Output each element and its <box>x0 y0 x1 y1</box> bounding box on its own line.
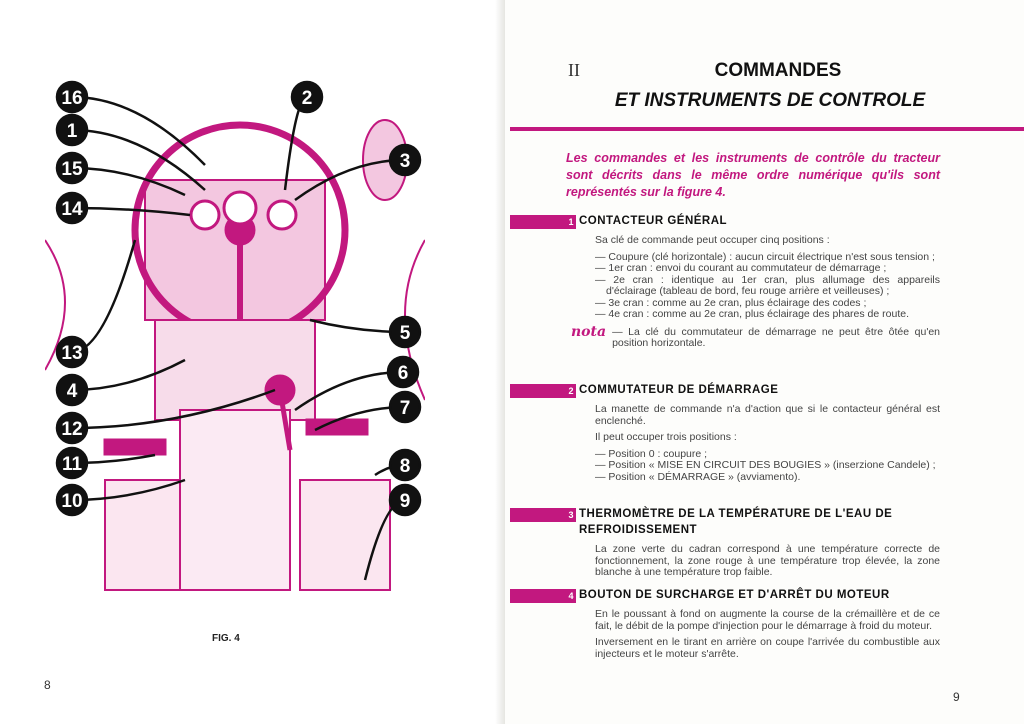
paragraph: Sa clé de commande peut occuper cinq pos… <box>595 234 830 246</box>
section-1: 1 CONTACTEUR GÉNÉRAL Sa clé de commande … <box>510 213 940 350</box>
page-number-right: 9 <box>953 690 960 704</box>
callout-badge <box>55 151 89 185</box>
callout-number: 2 <box>302 88 313 109</box>
callout-badge <box>388 390 422 424</box>
page-number-left: 8 <box>44 678 51 692</box>
callout-number: 6 <box>398 363 409 384</box>
callout-number: 10 <box>61 491 82 512</box>
callout-number: 14 <box>61 199 83 220</box>
section-2: 2 COMMUTATEUR DE DÉMARRAGE La manette de… <box>510 382 940 483</box>
callout-15: 15 <box>55 151 89 185</box>
callout-number: 16 <box>61 88 82 109</box>
callout-badge <box>386 355 420 389</box>
list-item: — Coupure (clé horizontale) : aucun circ… <box>595 250 935 263</box>
section-bar <box>510 508 576 522</box>
chapter-title-line1: COMMANDES <box>714 60 842 81</box>
callout-12: 12 <box>55 411 89 445</box>
callouts: 16 1 15 14 13 4 12 11 10 2 3 5 6 7 8 9 <box>55 80 422 581</box>
callout-3: 3 <box>388 143 422 177</box>
callout-badge <box>55 191 89 225</box>
paragraph: La manette de commande n'a d'action que … <box>595 403 940 427</box>
callout-11: 11 <box>55 446 89 480</box>
callout-number: 1 <box>67 121 78 142</box>
callout-10: 10 <box>55 483 89 517</box>
tractor-illustration <box>45 119 425 591</box>
callout-leader-line <box>71 239 137 354</box>
chapter-title-line2: ET INSTRUMENTS DE CONTROLE <box>614 90 926 111</box>
section-3: 3 THERMOMÈTRE DE LA TEMPÉRATURE DE L'EAU… <box>510 506 940 584</box>
callout-2: 2 <box>290 80 324 114</box>
tractor-controls-figure: 16 1 15 14 13 4 12 11 10 2 3 5 6 7 8 9 <box>45 80 425 591</box>
callout-badge <box>55 80 89 114</box>
callout-badge <box>55 483 89 517</box>
right-page <box>505 0 1024 724</box>
list-item: — 4e cran : comme au 2e cran, plus éclai… <box>595 308 910 320</box>
callout-14: 14 <box>55 191 89 225</box>
callout-number: 5 <box>400 323 411 344</box>
nota-text: — La clé du commutateur de démarrage ne … <box>612 325 940 349</box>
callout-9: 9 <box>388 483 422 517</box>
callout-badge <box>388 483 422 517</box>
list-item: — Position « MISE EN CIRCUIT DES BOUGIES… <box>595 459 936 471</box>
section-number: 2 <box>568 386 574 396</box>
callout-badge <box>55 373 89 407</box>
paragraph: En le poussant à fond on augmente la cou… <box>595 608 940 632</box>
section-bar <box>510 589 576 603</box>
list-item: — Position « DÉMARRAGE » (avviamento). <box>595 470 801 483</box>
callout-number: 13 <box>61 343 82 364</box>
callout-badge <box>388 143 422 177</box>
paragraph: La zone verte du cadran correspond à une… <box>595 543 940 578</box>
chapter-number: II <box>568 60 580 80</box>
nota-label: nota <box>571 323 607 340</box>
callout-number: 3 <box>400 151 411 172</box>
section-title: CONTACTEUR GÉNÉRAL <box>579 215 728 227</box>
callout-number: 12 <box>61 419 82 440</box>
section-bar <box>510 384 576 398</box>
callout-badge <box>55 446 89 480</box>
callout-16: 16 <box>55 80 89 114</box>
list-item: — 2e cran : identique au 1er cran, plus … <box>595 273 940 297</box>
callout-leader-line <box>71 388 276 430</box>
left-page: 16 1 15 14 13 4 12 11 10 2 3 5 6 7 8 9 FIG. 4 8 <box>0 0 505 724</box>
paragraph: Il peut occuper trois positions : <box>595 431 737 443</box>
intro-paragraph: Les commandes et les instruments de cont… <box>566 151 940 199</box>
callout-1: 1 <box>55 113 89 147</box>
section-bar <box>510 215 576 229</box>
section-title: BOUTON DE SURCHARGE ET D'ARRÊT DU MOTEUR <box>579 589 890 601</box>
callout-number: 9 <box>400 491 411 512</box>
section-number: 4 <box>568 591 574 601</box>
section-4: 4 BOUTON DE SURCHARGE ET D'ARRÊT DU MOTE… <box>510 587 940 665</box>
callout-4: 4 <box>55 373 89 407</box>
callout-badge <box>55 335 89 369</box>
paragraph: Inversement en le tirant en arrière on c… <box>595 636 940 660</box>
list-item: — 1er cran : envoi du courant au commuta… <box>595 262 887 274</box>
callout-7: 7 <box>388 390 422 424</box>
section-title: THERMOMÈTRE DE LA TEMPÉRATURE DE L'EAU D… <box>579 508 893 536</box>
section-number: 1 <box>568 217 574 227</box>
list-item: — Position 0 : coupure ; <box>595 447 708 460</box>
callout-number: 7 <box>400 398 411 419</box>
callout-badge <box>290 80 324 114</box>
callout-8: 8 <box>388 448 422 482</box>
callout-badge <box>388 448 422 482</box>
callout-5: 5 <box>388 315 422 349</box>
callout-number: 8 <box>400 456 411 477</box>
callout-number: 15 <box>61 159 83 180</box>
callout-number: 4 <box>67 381 78 402</box>
section-title: COMMUTATEUR DE DÉMARRAGE <box>579 384 779 396</box>
list-item: — 3e cran : comme au 2e cran, plus éclai… <box>595 296 867 309</box>
callout-number: 11 <box>62 454 83 475</box>
callout-6: 6 <box>386 355 420 389</box>
figure-caption: FIG. 4 <box>212 633 240 644</box>
callout-badge <box>388 315 422 349</box>
section-number: 3 <box>568 510 574 520</box>
callout-13: 13 <box>55 335 89 369</box>
callout-badge <box>55 411 89 445</box>
title-rule <box>510 127 1024 131</box>
callout-badge <box>55 113 89 147</box>
